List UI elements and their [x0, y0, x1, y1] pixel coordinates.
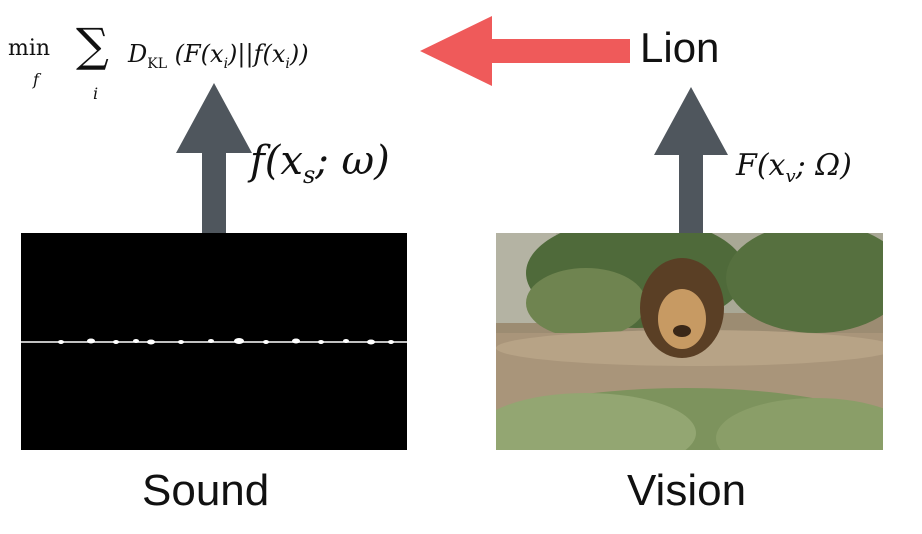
sound-arrow-up-icon — [176, 83, 252, 233]
lion-video-frame — [496, 233, 883, 450]
sum-symbol: ∑ — [76, 18, 109, 72]
sound-caption: Sound — [142, 466, 270, 515]
arrow-left-icon — [420, 16, 630, 86]
vision-network-label: F(xv; Ω) — [736, 148, 852, 187]
min-operator: min — [8, 36, 51, 61]
sound-waveform-panel — [21, 233, 407, 450]
min-subscript: f — [33, 70, 39, 89]
vision-caption: Vision — [627, 466, 747, 515]
lion-image — [496, 233, 883, 450]
waveform-image — [21, 338, 407, 345]
lion-label: Lion — [640, 24, 720, 71]
sound-network-label: f(xs; ω) — [250, 138, 390, 189]
kl-expression: DKL (F(xi)||f(xi)) — [128, 40, 309, 72]
objective-formula: min f ∑ i DKL (F(xi)||f(xi)) — [8, 18, 418, 113]
sum-subscript: i — [93, 84, 99, 103]
vision-arrow-up-icon — [654, 87, 728, 233]
